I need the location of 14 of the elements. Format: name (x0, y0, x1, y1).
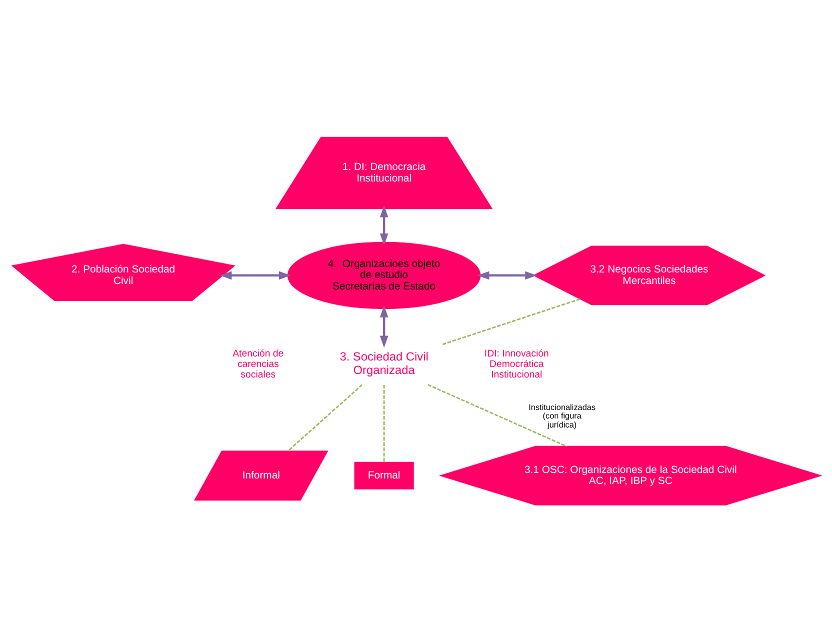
arrow (379, 204, 388, 245)
connector (442, 298, 580, 345)
connector (382, 384, 384, 462)
arrow (476, 270, 537, 280)
label: Atención de carencias sociales (232, 348, 284, 380)
edge-label: Institucionalizadas (con figura jurídica) (528, 402, 596, 430)
connector (287, 384, 362, 451)
node-box: Formal (354, 461, 414, 489)
arrow (219, 270, 290, 280)
node-ellipse: 4. Organizacioes objeto de estudio Secretarías de Estado (286, 241, 480, 309)
connector (427, 384, 566, 447)
node-text: 3. Sociedad Civil Organizada (339, 349, 428, 377)
arrow (379, 304, 388, 348)
label: IDI: Innovación Democrática Institucional (484, 348, 548, 380)
